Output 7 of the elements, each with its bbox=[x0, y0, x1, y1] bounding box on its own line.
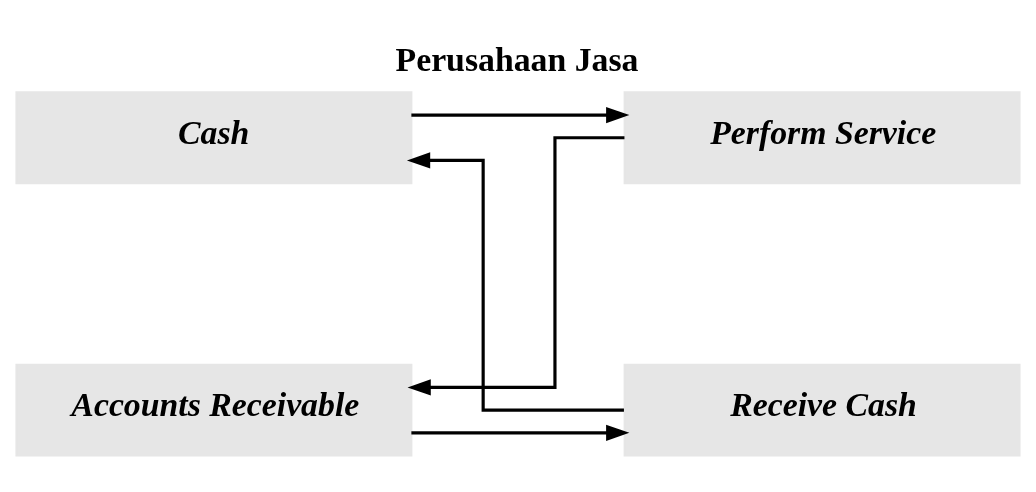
node-box: Cash bbox=[15, 90, 413, 184]
diagram-title: Perusahaan Jasa bbox=[395, 40, 639, 78]
arrow bbox=[411, 106, 630, 123]
node-box: Accounts Receivable bbox=[15, 363, 413, 457]
node-box: Receive Cash bbox=[623, 363, 1021, 457]
node-box: Perform Service bbox=[623, 90, 1021, 184]
arrow bbox=[411, 424, 630, 441]
